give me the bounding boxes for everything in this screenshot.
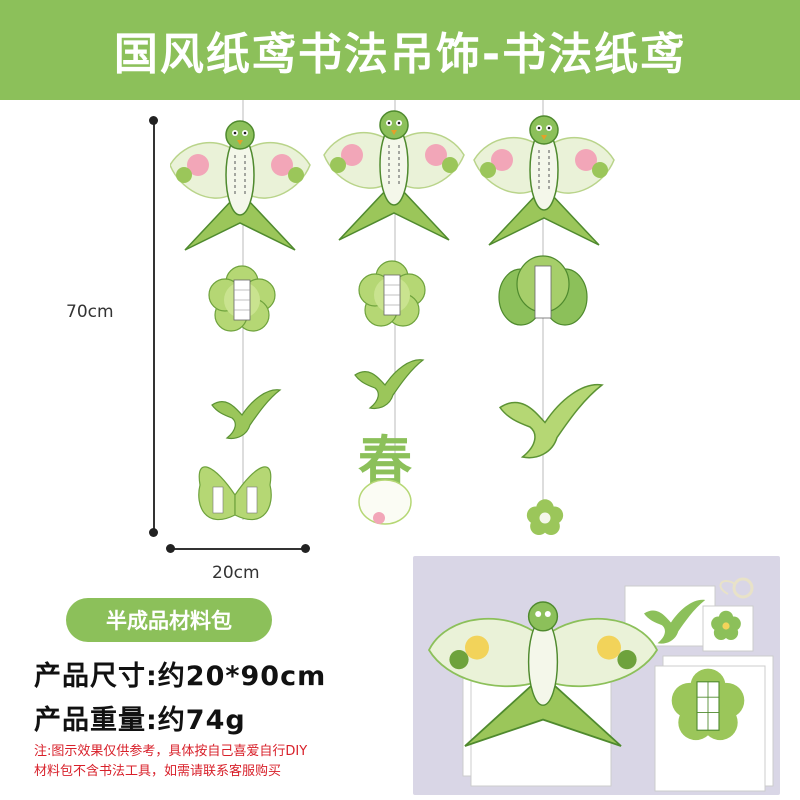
dimension-dot-right [301,544,310,553]
kite-piece [323,110,465,241]
kite-piece [473,115,615,246]
flower-piece [208,265,276,332]
kite-piece [170,120,311,251]
kite-mobile-illustration: 春 [170,100,615,536]
spec-weight: 产品重量:约74g [34,705,246,736]
kit-photo [413,556,780,795]
note-line-2: 材料包不含书法工具，如需请联系客服购买 [34,764,282,779]
flower-piece [358,260,426,327]
banner-title: 国风纸鸢书法吊饰-书法纸鸢 [113,29,687,80]
title-banner: 国风纸鸢书法吊饰-书法纸鸢 [0,0,800,100]
dimension-dot-left [166,544,175,553]
height-label: 70cm [66,302,114,322]
spec-size: 产品尺寸:约20*90cm [34,661,327,692]
width-label: 20cm [212,563,260,583]
height-dimension-line [153,120,155,532]
material-kit-badge: 半成品材料包 [66,598,272,642]
swallow-piece [211,389,281,440]
width-dimension-line [170,548,305,550]
note-line-1: 注:图示效果仅供参考，具体按自己喜爱自行DIY [34,744,308,759]
swallow-piece [354,359,424,410]
dimension-dot-top [149,116,158,125]
badge-label: 半成品材料包 [106,609,232,633]
dimension-dot-bottom [149,528,158,537]
